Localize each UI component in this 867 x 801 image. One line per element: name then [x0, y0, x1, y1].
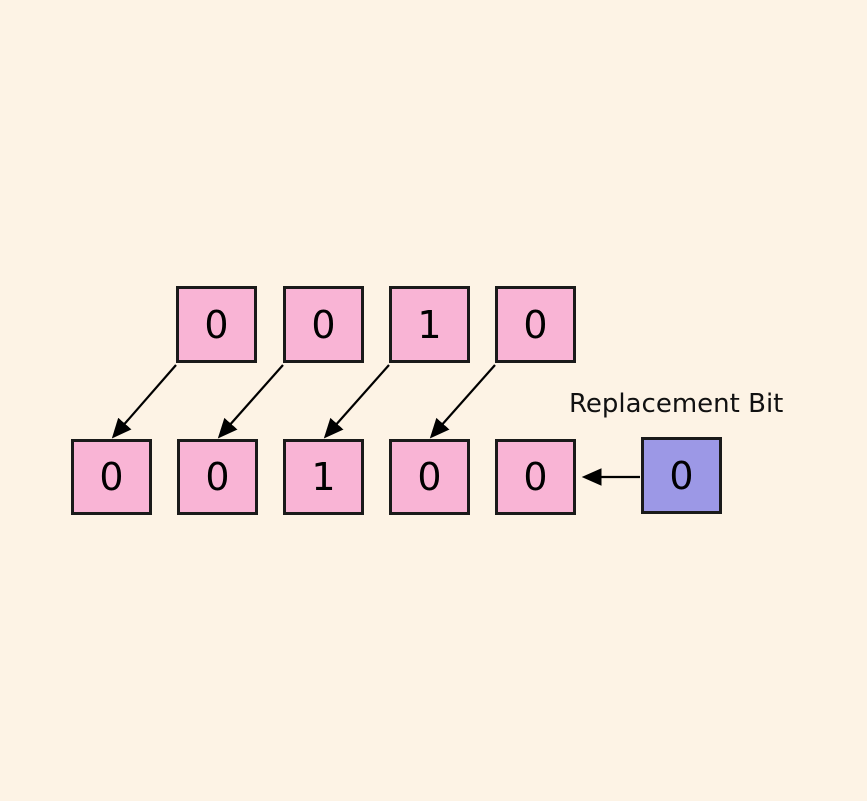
original-bit-cell-0[interactable]: 0 [176, 286, 257, 363]
replacement-bit-label: Replacement Bit [569, 389, 784, 419]
replacement-bit-box[interactable]: 0 [641, 437, 722, 514]
original-bit-cell-3[interactable]: 0 [495, 286, 576, 363]
original-bit-cell-1[interactable]: 0 [283, 286, 364, 363]
shift-arrow-0 [111, 364, 177, 439]
shifted-bit-cell-2[interactable]: 1 [283, 439, 364, 515]
shifted-bit-cell-4[interactable]: 0 [495, 439, 576, 515]
original-bit-cell-2[interactable]: 1 [389, 286, 470, 363]
shifted-bit-cell-1[interactable]: 0 [177, 439, 258, 515]
shifted-bit-cell-0[interactable]: 0 [71, 439, 152, 515]
shift-arrow-1 [217, 364, 284, 439]
shifted-bit-cell-3[interactable]: 0 [389, 439, 470, 515]
shift-arrow-3 [429, 364, 496, 439]
shift-arrows-group [111, 364, 496, 439]
shift-arrow-2 [323, 364, 390, 439]
